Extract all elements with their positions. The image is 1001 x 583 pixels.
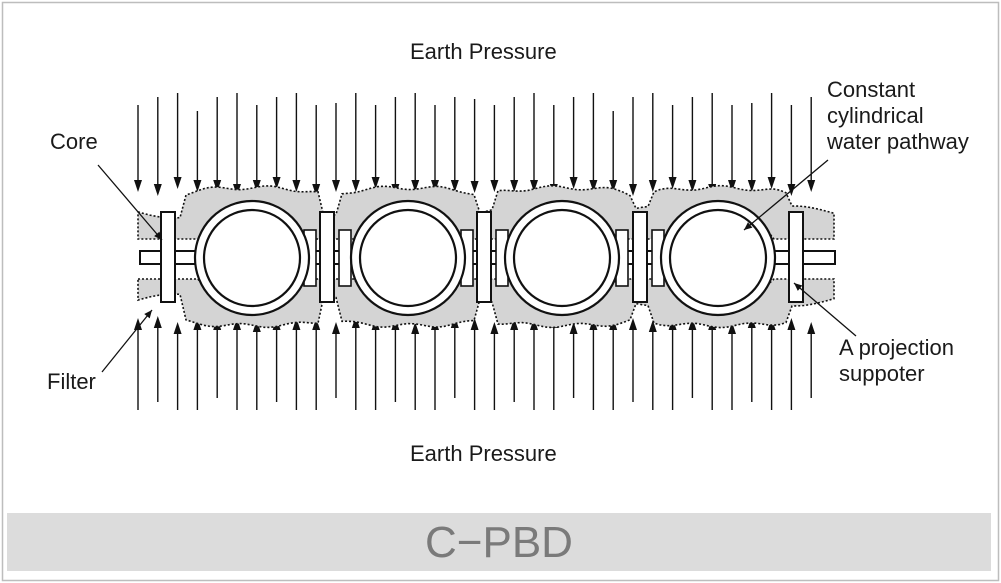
projection-leader xyxy=(793,282,857,337)
core-label: Core xyxy=(50,129,98,154)
arrow-head-up xyxy=(332,322,340,334)
arrow-head-down xyxy=(213,180,222,192)
projection-label-line-1: A projection xyxy=(839,335,954,360)
arrow-head-down xyxy=(173,177,182,189)
projection-joint xyxy=(162,252,174,263)
filter-leader-head xyxy=(144,310,152,319)
arrow-head-down xyxy=(450,180,459,192)
arrow-head-down xyxy=(153,184,162,196)
pipe-inner-ring xyxy=(202,208,302,308)
pipe-inner-ring xyxy=(358,208,458,308)
title-bar: C−PBD xyxy=(7,513,991,571)
arrow-head-up xyxy=(490,322,499,334)
arrow-head-up xyxy=(470,318,479,330)
leader-lines xyxy=(97,159,857,373)
arrow-head-down xyxy=(629,184,637,196)
projection-rib-joint xyxy=(462,252,472,263)
core-leader-head xyxy=(154,231,162,240)
projection-rib-joint xyxy=(617,252,627,263)
core-leader xyxy=(97,164,163,241)
pipe-inner-ring xyxy=(668,208,768,308)
arrow-head-down xyxy=(411,180,420,192)
projection-rib-joint xyxy=(653,252,663,263)
arrow-head-down xyxy=(609,180,618,192)
arrow-head-up xyxy=(134,318,142,330)
arrow-head-down xyxy=(530,180,538,192)
projection-leader-head xyxy=(794,283,803,291)
projection-label-line-2: suppoter xyxy=(839,361,925,386)
arrow-head-down xyxy=(728,180,736,192)
earth-pressure-arrows-bottom xyxy=(134,316,816,410)
arrow-head-up xyxy=(510,318,519,330)
arrow-head-down xyxy=(589,180,598,192)
arrow-head-up xyxy=(807,322,816,334)
pathway-label-line-3: water pathway xyxy=(827,129,969,154)
projection-joint xyxy=(321,252,333,263)
earth-pressure-top-label: Earth Pressure xyxy=(410,39,557,64)
arrow-head-up xyxy=(787,318,796,330)
arrow-head-down xyxy=(134,180,142,192)
cylindrical-water-pathways xyxy=(193,199,777,317)
arrow-head-up xyxy=(153,316,162,328)
arrow-head-down xyxy=(490,180,499,192)
arrow-head-up xyxy=(728,322,736,334)
arrow-head-down xyxy=(312,184,321,196)
arrow-head-down xyxy=(292,180,301,192)
earth-pressure-arrows-top xyxy=(134,93,816,196)
arrow-head-down xyxy=(193,180,202,192)
diagram-title: C−PBD xyxy=(425,518,573,567)
projection-rib-joint xyxy=(497,252,507,263)
arrow-head-down xyxy=(807,180,816,192)
arrow-head-up xyxy=(629,318,637,330)
filter-label: Filter xyxy=(47,369,96,394)
projection-joint xyxy=(478,252,490,263)
projection-rib-joint xyxy=(340,252,350,263)
arrow-head-down xyxy=(272,177,281,189)
arrow-head-up xyxy=(569,322,578,334)
pathway-leader-head xyxy=(744,222,753,230)
arrow-head-down xyxy=(648,180,657,192)
arrow-head-down xyxy=(747,180,756,192)
pipe-inner-ring xyxy=(512,208,612,308)
arrow-head-down xyxy=(510,180,519,192)
arrow-head-up xyxy=(648,320,657,332)
arrow-head-down xyxy=(431,180,439,192)
arrow-head-up xyxy=(351,316,360,328)
earth-pressure-bottom-label: Earth Pressure xyxy=(410,441,557,466)
filter-leader xyxy=(101,309,153,373)
arrow-head-down xyxy=(767,177,776,189)
arrow-head-up xyxy=(173,322,182,334)
arrow-head-down xyxy=(569,177,578,189)
arrow-head-up xyxy=(292,318,301,330)
filter-layer-bottom xyxy=(137,278,835,329)
pathway-label-line-1: Constant xyxy=(827,77,916,102)
arrow-head-down xyxy=(470,181,479,193)
arrow-head-down xyxy=(688,180,697,192)
pathway-leader xyxy=(743,159,829,231)
arrow-head-down xyxy=(668,177,677,189)
projection-joint xyxy=(634,252,646,263)
pathway-label-line-2: cylindrical xyxy=(827,103,924,128)
arrow-head-down xyxy=(252,180,261,192)
arrow-head-down xyxy=(351,180,360,192)
projection-joint xyxy=(790,252,802,263)
arrow-head-down xyxy=(332,180,340,192)
arrow-head-up xyxy=(411,322,420,334)
arrow-head-down xyxy=(371,177,380,189)
